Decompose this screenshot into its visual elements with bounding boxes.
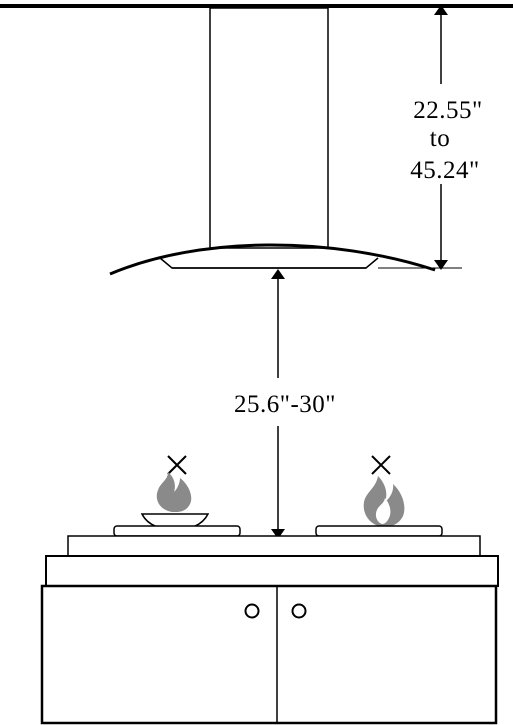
cabinet (40, 584, 498, 725)
flame-inner-highlight (375, 498, 391, 524)
burner-grate-left (113, 525, 241, 537)
hood-chimney (209, 7, 329, 249)
hood-height-label-2: to (430, 125, 450, 152)
flame-icon (156, 472, 192, 512)
cooktop (67, 535, 481, 557)
hood-height-label-1: 22.55" (413, 97, 482, 124)
countertop (45, 555, 499, 587)
hood-canopy-frame (159, 257, 379, 269)
hood-glass-canopy (109, 243, 436, 276)
cross-mark-icon (371, 455, 391, 475)
cross-mark-icon (167, 455, 187, 475)
cabinet-knob-right (291, 603, 307, 619)
cabinet-knob-left (244, 603, 260, 619)
burner-grate-right (315, 525, 443, 537)
hood-height-label-3: 45.24" (410, 157, 479, 184)
clearance-label: 25.6"-30" (234, 391, 336, 418)
